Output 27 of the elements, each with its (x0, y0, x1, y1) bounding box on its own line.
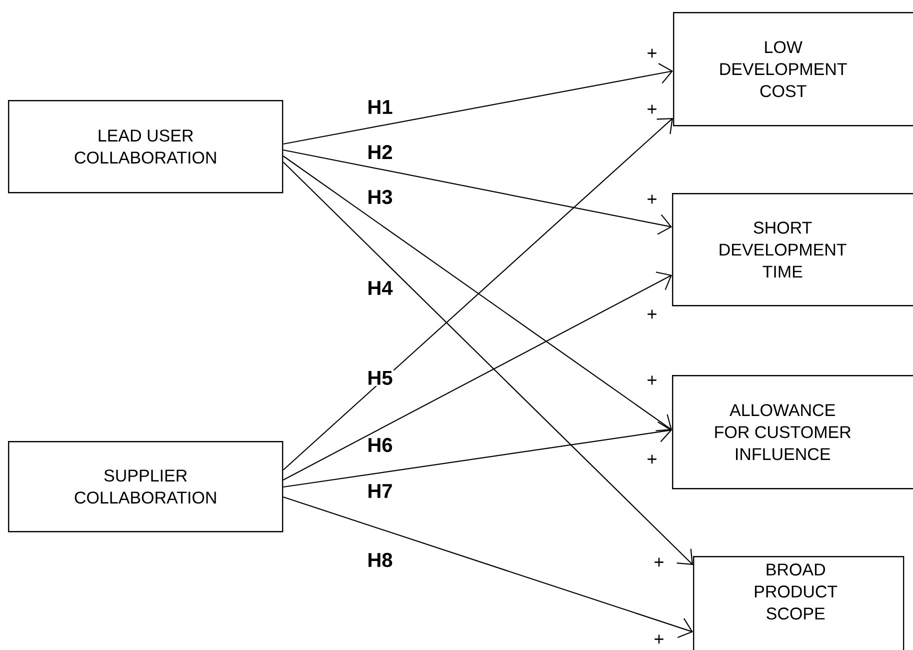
arrow (283, 422, 672, 488)
plus-sign: + (648, 104, 656, 114)
arrow (283, 63, 673, 145)
arrow (283, 149, 672, 235)
edge-label: H6 (366, 436, 394, 454)
plus-sign: + (654, 634, 664, 644)
process-box: LOW DEVELOPMENT COST (673, 12, 913, 126)
arrow (283, 496, 693, 638)
plus-sign: + (648, 310, 656, 319)
process-box: SHORT DEVELOPMENT TIME (672, 193, 913, 306)
process-box: BROAD PRODUCT SCOPE (693, 556, 904, 650)
process-box: LEAD USER COLLABORATION (8, 100, 284, 194)
edge-label: H3 (366, 188, 394, 206)
process-box: SUPPLIER COLLABORATION (8, 441, 284, 532)
edge-label: H4 (366, 280, 394, 296)
arrow (282, 272, 672, 480)
arrow (282, 156, 672, 432)
edge-label: H5 (366, 370, 394, 386)
edge-label: H8 (366, 552, 394, 568)
plus-sign: + (654, 558, 664, 567)
arrow (282, 162, 693, 565)
process-box: ALLOWANCE FOR CUSTOMER INFLUENCE (672, 375, 913, 490)
edge-label: H2 (366, 144, 394, 160)
arrow (282, 118, 673, 470)
edge-label: H1 (366, 99, 394, 115)
plus-sign: + (648, 48, 656, 58)
edge-label: H7 (366, 483, 394, 499)
